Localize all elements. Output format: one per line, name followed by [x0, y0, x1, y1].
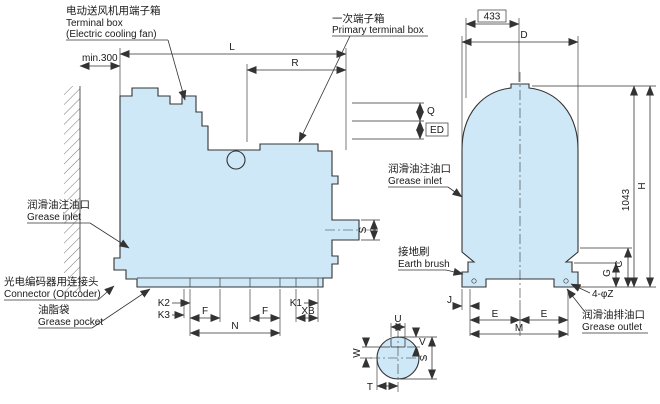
- n433-box: [477, 9, 507, 23]
- callout-optcoder: 光电编码器用连接头 Connector (Optcoder): [4, 275, 115, 301]
- dim-D: D: [461, 30, 579, 146]
- dim-side-bottom: K2 K3 K1 F F XB N: [158, 289, 319, 337]
- grease-outlet-label-en: Grease outlet: [582, 322, 642, 333]
- dim-label-V: V: [419, 337, 426, 348]
- dim-L: L: [119, 42, 347, 150]
- grease-pocket-label-en: Grease pocket: [38, 317, 103, 328]
- dim-Q-ED: Q ED: [352, 102, 449, 140]
- dim-label-K1: K1: [290, 298, 303, 309]
- callout-earth-brush: 接地刷 Earth brush: [398, 245, 464, 276]
- fan-terminal-box-label-en2: (Electric cooling fan): [66, 29, 157, 40]
- dim-right-vertical: H 1043 C G: [532, 85, 656, 288]
- callout-fan-terminal-box: 电动送风机用端子箱 Terminal box (Electric cooling…: [66, 4, 187, 101]
- primary-terminal-box-label-en: Primary terminal box: [332, 25, 424, 36]
- callout-grease-inlet-right: 润滑油注油口 Grease inlet: [388, 162, 463, 198]
- grease-outlet-label-cn: 润滑油排油口: [582, 308, 645, 321]
- dim-label-XB: XB: [301, 306, 315, 317]
- grease-inlet-left-label-cn: 润滑油注油口: [27, 198, 90, 211]
- dim-label-T: T: [367, 382, 373, 393]
- shaft-end-detail: [370, 328, 426, 392]
- dim-label-R: R: [291, 58, 298, 69]
- dim-label-E1: E: [492, 309, 499, 320]
- dim-label-F1: F: [202, 306, 208, 317]
- fan-terminal-box-label-en1: Terminal box: [66, 18, 123, 29]
- dim-S-shaft: S: [358, 219, 380, 241]
- motor-side-view: [113, 87, 376, 288]
- dim-label-433: 433: [484, 12, 501, 23]
- dim-label-S-shaft: S: [358, 226, 369, 233]
- dim-label-M: M: [515, 323, 523, 334]
- primary-terminal-box-label-cn: 一次端子箱: [332, 12, 385, 25]
- dim-label-S-dia: S: [419, 354, 430, 361]
- callout-grease-outlet: 润滑油排油口 Grease outlet: [566, 288, 648, 334]
- dim-label-D: D: [520, 30, 527, 41]
- dim-433: 433: [465, 9, 520, 98]
- grease-inlet-left-label-en: Grease inlet: [27, 212, 81, 223]
- dim-label-G: G: [602, 269, 613, 277]
- dim-end-bottom: J E E M 4-φZ: [447, 283, 613, 338]
- foot-hole-left: [471, 278, 477, 284]
- dim-label-K3: K3: [158, 310, 171, 321]
- dim-R: R: [246, 58, 347, 142]
- motor-side-body: [113, 87, 360, 288]
- dim-label-J: J: [447, 295, 452, 306]
- earth-brush-label-cn: 接地刷: [398, 245, 430, 258]
- callout-primary-terminal-box: 一次端子箱 Primary terminal box: [298, 12, 428, 143]
- mounting-wall: [64, 86, 81, 292]
- dim-label-W: W: [352, 348, 363, 358]
- grease-pocket-label-cn: 油脂袋: [38, 303, 70, 316]
- optcoder-label-en: Connector (Optcoder): [4, 289, 101, 300]
- dim-label-F2: F: [262, 306, 268, 317]
- dim-label-ED: ED: [430, 125, 444, 136]
- dim-label-K2: K2: [158, 298, 171, 309]
- dim-label-min300: min.300: [82, 53, 118, 64]
- dim-label-1043: 1043: [621, 188, 632, 211]
- grease-inlet-right-label-cn: 润滑油注油口: [388, 162, 451, 175]
- dim-min300: min.300: [79, 48, 121, 96]
- callout-grease-pocket: 油脂袋 Grease pocket: [38, 288, 151, 329]
- earth-brush-label-en: Earth brush: [398, 259, 450, 270]
- dim-label-H: H: [637, 182, 648, 189]
- dim-label-L: L: [229, 42, 235, 53]
- ed-box: [425, 122, 449, 137]
- optcoder-label-cn: 光电编码器用连接头: [4, 275, 99, 288]
- dim-label-Q: Q: [427, 106, 435, 117]
- dim-label-4phiZ: 4-φZ: [592, 289, 613, 300]
- fan-terminal-box-label-cn: 电动送风机用端子箱: [66, 4, 161, 17]
- dim-label-E2: E: [541, 309, 548, 320]
- dim-shaft-detail: U V S W T: [352, 314, 437, 393]
- lifting-eye: [226, 150, 246, 170]
- motor-end-view: [461, 72, 579, 298]
- callout-grease-inlet-left: 润滑油注油口 Grease inlet: [27, 198, 130, 249]
- grease-inlet-right-label-en: Grease inlet: [388, 176, 442, 187]
- foot-hole-right: [563, 278, 569, 284]
- dim-label-U: U: [394, 314, 401, 325]
- dim-label-N: N: [231, 321, 238, 332]
